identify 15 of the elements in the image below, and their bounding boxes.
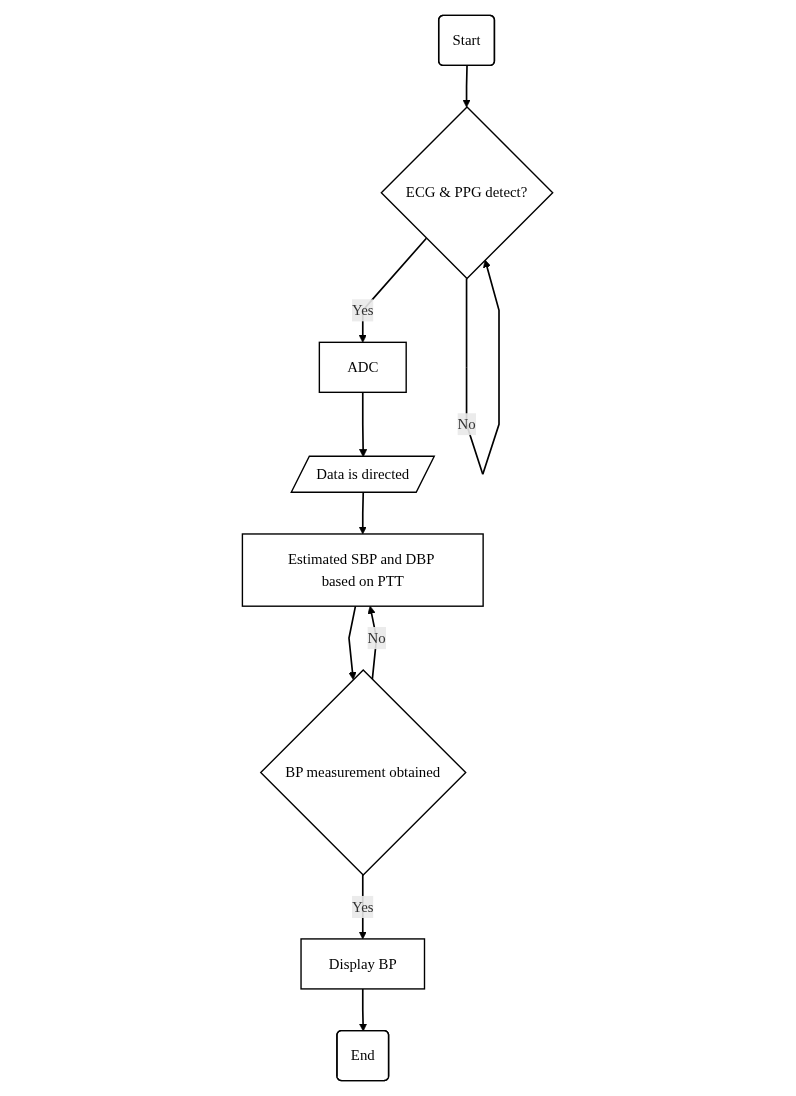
node-diamond: ECG & PPG detect? — [380, 106, 555, 280]
arrow — [466, 259, 501, 476]
node-diamond: BP measurement obtained — [260, 669, 468, 877]
arrow — [348, 605, 357, 680]
edge-label: Yes — [352, 302, 374, 318]
arrow — [359, 874, 368, 940]
edge-label: No — [457, 415, 477, 432]
node-box: Display BP — [300, 938, 426, 990]
edge-label: No — [367, 629, 387, 646]
arrow — [462, 65, 472, 108]
node-box: Estimated SBP and DBP based on PTT — [242, 533, 485, 607]
arrow — [359, 237, 428, 343]
node-box: ADC — [319, 341, 408, 393]
edge-label: Yes — [352, 898, 374, 915]
arrow — [359, 988, 368, 1032]
